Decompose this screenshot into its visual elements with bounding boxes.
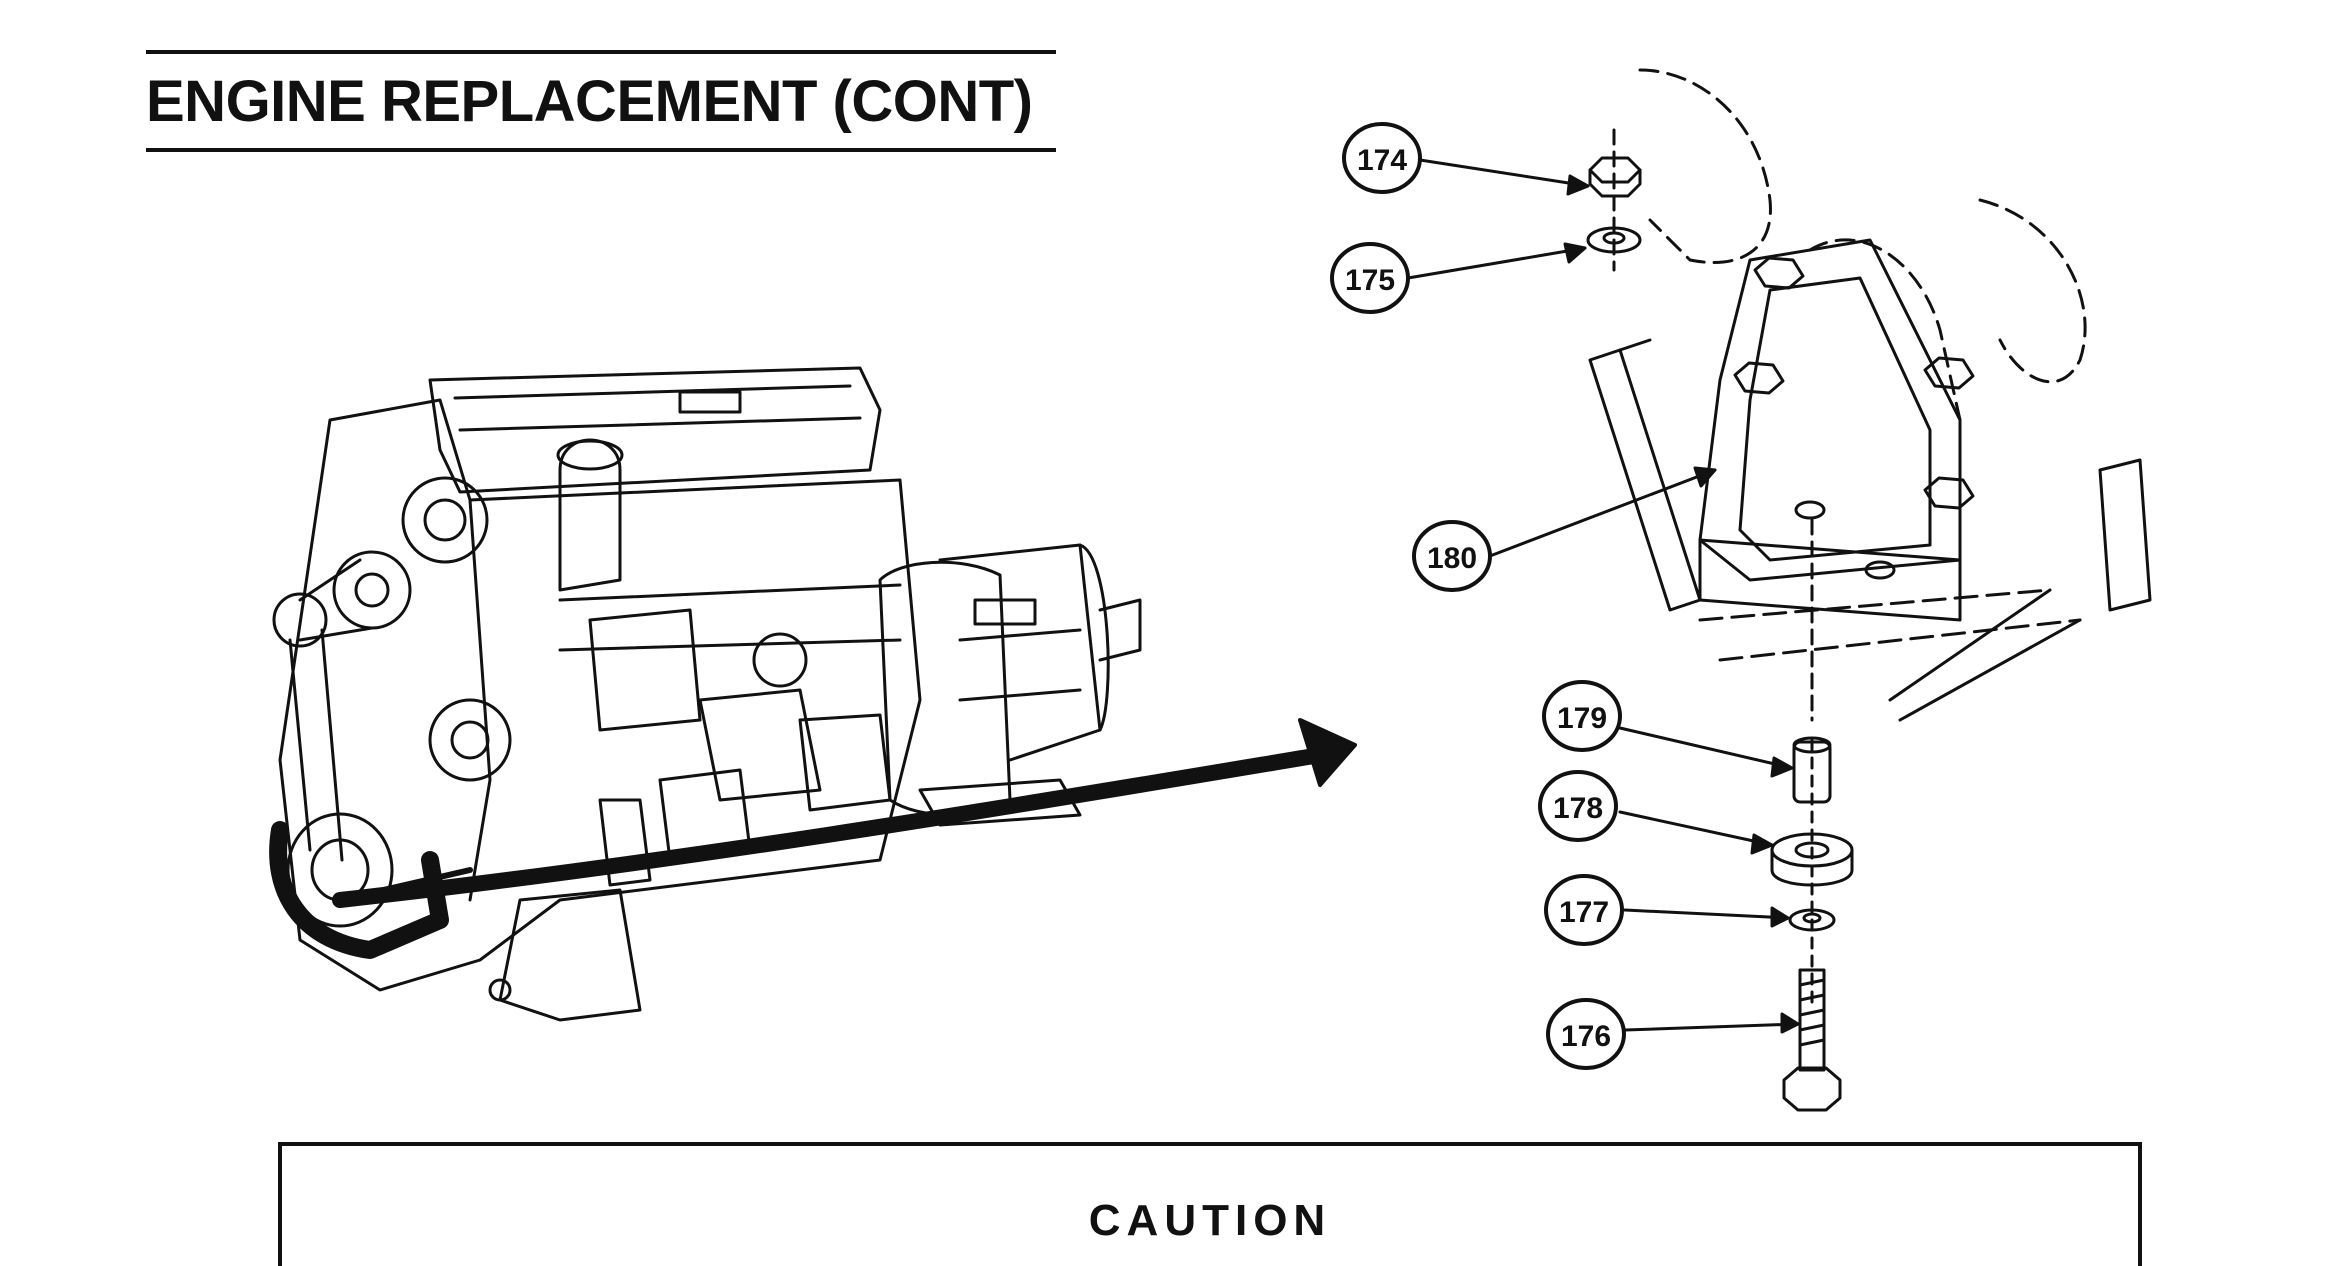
transmission-drawing (878, 543, 1142, 827)
engine-drawing (269, 366, 922, 1022)
caution-heading: CAUTION (1088, 1196, 1332, 1245)
detail-arrow (332, 747, 1328, 908)
callout-179: 179 (1542, 680, 1622, 752)
callout-176: 176 (1546, 998, 1626, 1070)
callout-180: 180 (1412, 520, 1492, 592)
svg-text:176: 176 (1561, 1020, 1611, 1053)
svg-text:175: 175 (1345, 264, 1395, 297)
caution-box: CAUTION (278, 1142, 2142, 1266)
title-rule-top (146, 50, 1056, 54)
mount-exploded-view (1586, 68, 2152, 1112)
svg-text:180: 180 (1427, 542, 1477, 575)
page-title: ENGINE REPLACEMENT (CONT) (146, 69, 1033, 134)
engine-illustration: 174 175 180 179 178 177 (269, 68, 2152, 1112)
svg-text:178: 178 (1553, 792, 1603, 825)
svg-text:179: 179 (1557, 702, 1607, 735)
svg-text:174: 174 (1357, 144, 1407, 177)
callout-174: 174 (1342, 122, 1422, 194)
title-rule-bottom (146, 148, 1056, 152)
callout-175: 175 (1330, 242, 1410, 314)
title-block: ENGINE REPLACEMENT (CONT) (146, 50, 1056, 152)
manual-page: ENGINE REPLACEMENT (CONT) (146, 50, 2152, 1266)
callout-177: 177 (1544, 874, 1624, 946)
svg-text:177: 177 (1559, 896, 1609, 929)
callout-178: 178 (1538, 770, 1618, 842)
